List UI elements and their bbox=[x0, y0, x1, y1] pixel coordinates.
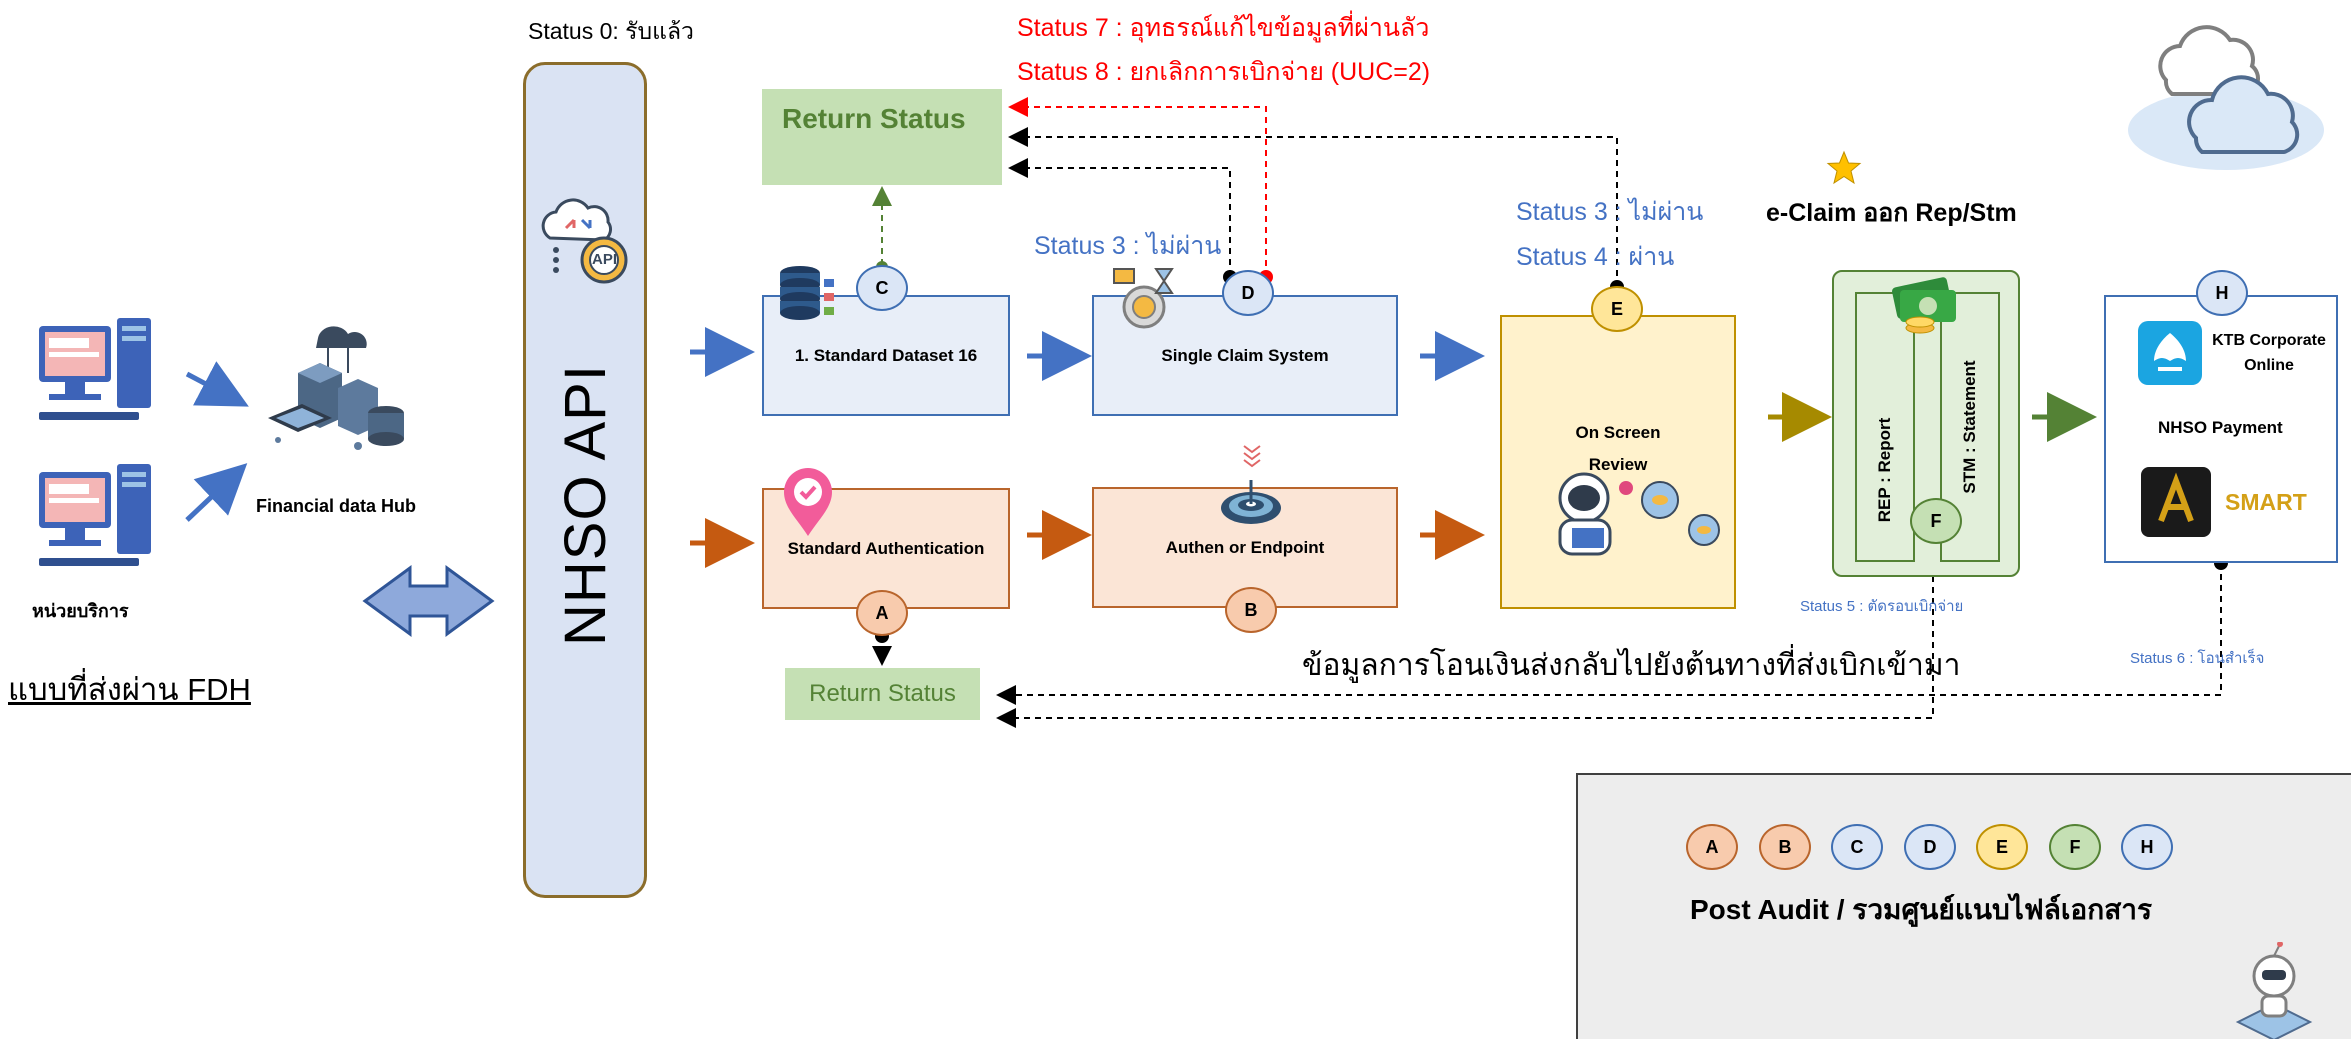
marker-c: C bbox=[856, 265, 908, 311]
authen-endpoint-label: Authen or Endpoint bbox=[1165, 537, 1325, 557]
smart-label: SMART bbox=[2225, 489, 2307, 515]
robot-icon bbox=[2228, 941, 2320, 1042]
rep-column bbox=[1855, 292, 1915, 562]
chevron-down-icon bbox=[1243, 445, 1261, 468]
arrow-pc2-hub bbox=[185, 463, 248, 522]
on-screen-review-label: On Screen Review bbox=[1575, 423, 1661, 474]
nhso-api-panel bbox=[523, 62, 647, 898]
service-unit-label: หน่วยบริการ bbox=[32, 601, 129, 621]
astronaut-icon bbox=[1546, 468, 1726, 564]
rep-label-wrap: REP : Report bbox=[1870, 380, 1900, 560]
return-status-bottom: Return Status bbox=[785, 668, 980, 720]
cloud-api-icon: API bbox=[536, 198, 636, 290]
on-screen-review-box: On Screen Review bbox=[1500, 315, 1736, 609]
legend-marker-h: H bbox=[2121, 824, 2173, 870]
marker-a: A bbox=[856, 590, 908, 636]
eclaim-label: e-Claim ออก Rep/Stm bbox=[1766, 199, 2017, 227]
server-hub-icon bbox=[258, 318, 410, 458]
status-0-label: Status 0: รับแล้ว bbox=[528, 18, 694, 44]
gear-hourglass-icon bbox=[1112, 265, 1180, 333]
standard-auth-box: Standard Authentication bbox=[762, 488, 1010, 609]
api-badge-text: API bbox=[592, 251, 618, 268]
status-3-osr-label: Status 3 : ไม่ผ่าน bbox=[1516, 198, 1704, 226]
single-claim-label: Single Claim System bbox=[1161, 345, 1329, 365]
star-icon bbox=[1826, 150, 1862, 186]
financial-hub-label: Financial data Hub bbox=[256, 496, 417, 516]
nhso-api-title: NHSO API bbox=[550, 364, 620, 646]
legend-marker-d: D bbox=[1904, 824, 1956, 870]
money-icon bbox=[1890, 272, 1966, 338]
arrow-d-red-return bbox=[1008, 97, 1267, 277]
arrow-d-return bbox=[1008, 158, 1231, 276]
computer-icon bbox=[35, 462, 155, 578]
return-status-bottom-label: Return Status bbox=[809, 680, 956, 707]
ktb-corporate-wrap: KTB Corporate Online bbox=[2208, 328, 2330, 378]
stm-label-wrap: STM : Statement bbox=[1955, 337, 1985, 517]
rep-report-label: REP : Report bbox=[1875, 417, 1894, 523]
return-status-top-label: Return Status bbox=[782, 103, 966, 134]
ktb-corporate-label: KTB Corporate Online bbox=[2212, 332, 2326, 374]
nhso-payment-label: NHSO Payment bbox=[2158, 418, 2283, 437]
standard-dataset-label: 1. Standard Dataset 16 bbox=[794, 345, 978, 365]
double-arrow-icon bbox=[362, 565, 495, 637]
legend-marker-e: E bbox=[1976, 824, 2028, 870]
legend-marker-a: A bbox=[1686, 824, 1738, 870]
standard-auth-label: Standard Authentication bbox=[787, 538, 985, 558]
return-status-top: Return Status bbox=[762, 89, 1002, 185]
fdh-mode-label: แบบที่ส่งผ่าน FDH bbox=[8, 672, 251, 707]
post-audit-label: Post Audit / รวมศูนย์แนบไฟล์เอกสาร bbox=[1690, 894, 2153, 925]
post-audit-panel bbox=[1576, 773, 2351, 1039]
marker-d: D bbox=[1222, 270, 1274, 316]
arrow-f-return bbox=[996, 543, 1934, 728]
cloud-icon bbox=[2126, 18, 2326, 172]
status-4-label: Status 4 : ผ่าน bbox=[1516, 243, 1675, 271]
arrow-e-return bbox=[1008, 127, 1618, 287]
marker-e: E bbox=[1591, 286, 1643, 332]
database-icon bbox=[776, 265, 840, 327]
marker-b: B bbox=[1225, 587, 1277, 633]
target-icon bbox=[1218, 478, 1284, 526]
smart-logo-icon bbox=[2141, 467, 2211, 537]
nhso-api-text: NHSO API bbox=[552, 364, 618, 646]
status-8-label: Status 8 : ยกเลิกการเบิกจ่าย (UUC=2) bbox=[1017, 58, 1431, 86]
legend-marker-b: B bbox=[1759, 824, 1811, 870]
computer-icon bbox=[35, 316, 155, 432]
status-5-label: Status 5 : ตัดรอบเบิกจ่าย bbox=[1800, 598, 1964, 615]
status-6-label: Status 6 : โอนสำเร็จ bbox=[2130, 650, 2265, 667]
ktb-logo-icon bbox=[2138, 321, 2202, 385]
status-7-label: Status 7 : อุทธรณ์แก้ไขข้อมูลที่ผ่านลัว bbox=[1017, 14, 1430, 42]
location-pin-icon bbox=[780, 464, 836, 538]
legend-marker-f: F bbox=[2049, 824, 2101, 870]
status-3-ssc-label: Status 3 : ไม่ผ่าน bbox=[1034, 232, 1222, 260]
legend-marker-c: C bbox=[1831, 824, 1883, 870]
arrow-h-return bbox=[996, 563, 2222, 705]
marker-h: H bbox=[2196, 270, 2248, 316]
transfer-back-label: ข้อมูลการโอนเงินส่งกลับไปยังต้นทางที่ส่ง… bbox=[1302, 649, 1961, 682]
arrow-pc1-hub bbox=[185, 361, 249, 407]
stm-statement-label: STM : Statement bbox=[1960, 360, 1979, 494]
marker-f: F bbox=[1910, 498, 1962, 544]
